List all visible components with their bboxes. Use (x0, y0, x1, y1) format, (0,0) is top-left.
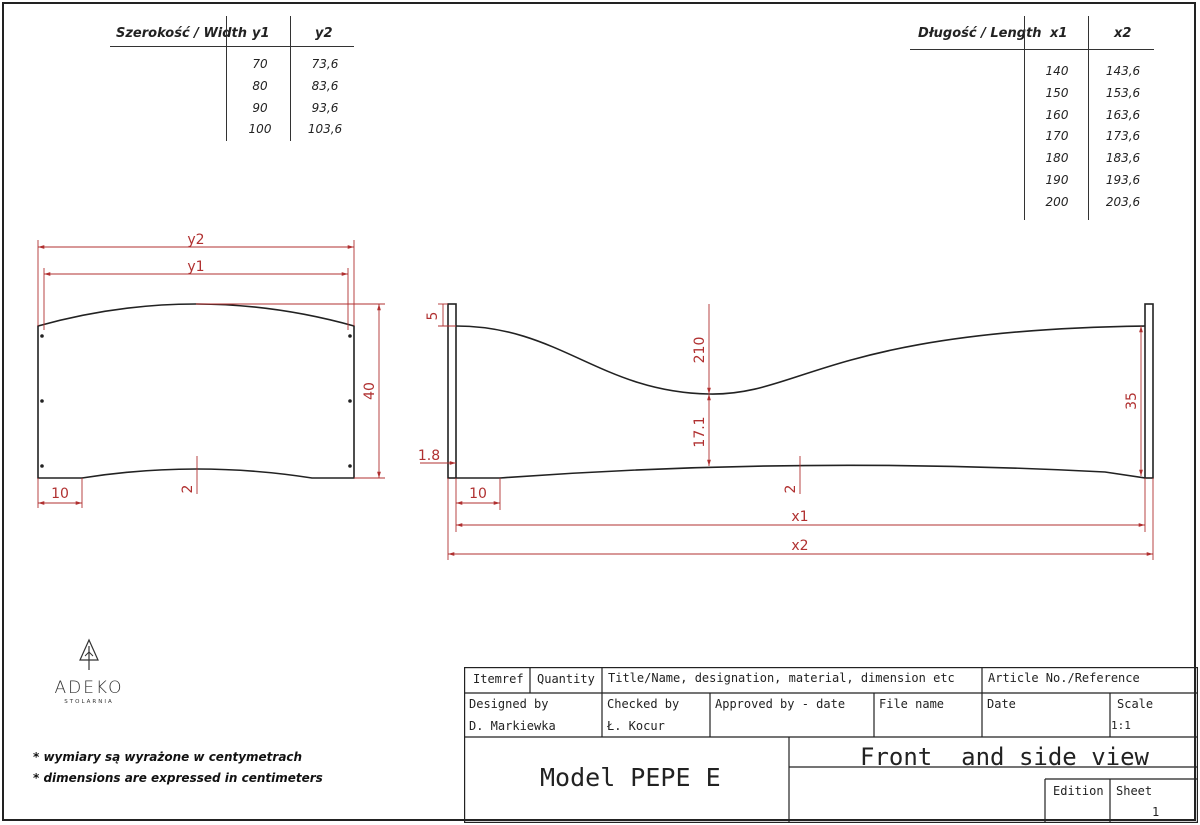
scale-value: 1:1 (1111, 719, 1131, 732)
scale-label: Scale (1117, 697, 1154, 711)
date-label: Date (987, 697, 1016, 711)
length-table-x2-cell: 143,6 (1105, 64, 1141, 78)
length-table-divider (1088, 16, 1089, 220)
dim-foot-label: 10 (51, 486, 69, 502)
length-table-x1-cell: 140 (1045, 64, 1069, 78)
dim-y1-label: y1 (187, 259, 204, 275)
side-view-right-post (1144, 303, 1154, 479)
screw-hole (348, 334, 352, 338)
width-table-y1-header: y1 (252, 26, 270, 41)
sheet-label: Sheet (1116, 784, 1153, 798)
dim-mid-label: 17.1 (692, 416, 708, 447)
screw-hole (40, 464, 44, 468)
length-table-x1-header: x1 (1050, 26, 1068, 41)
length-table-x2-cell: 193,6 (1105, 172, 1141, 187)
note-english: * dimensions are expressed in centimeter… (33, 771, 323, 785)
quantity-label: Quantity (537, 672, 595, 686)
side-view-top-curve (455, 325, 1146, 395)
length-table-x2-cell: 203,6 (1105, 194, 1141, 209)
title-block-grid (464, 667, 1198, 823)
checked-by-value: Ł. Kocur (607, 719, 665, 733)
screw-hole (348, 464, 352, 468)
front-view-outline (37, 303, 355, 479)
width-table-y1-cell: 70 (252, 57, 268, 71)
dim-top-label: 5 (425, 312, 441, 321)
length-table-x2-cell: 173,6 (1105, 129, 1141, 144)
designed-by-label: Designed by (469, 697, 549, 711)
front-view-holes (40, 334, 352, 468)
notes: * wymiary są wyrażone w centymetrach * d… (33, 747, 323, 789)
length-table-x2-cell: 183,6 (1105, 151, 1141, 166)
company-logo: ADEKO STOLARNIA (44, 638, 134, 705)
width-table-y1-cell: 100 (248, 122, 272, 137)
length-table-x1-cell: 160 (1045, 107, 1069, 122)
dim-x2-label: x2 (791, 538, 808, 554)
front-view: y2 y1 40 10 2 (37, 232, 385, 508)
itemref-label: Itemref (473, 672, 524, 686)
note-polish: * wymiary są wyrażone w centymetrach (33, 750, 303, 764)
dim-arc-label: 2 (180, 485, 196, 494)
length-table-x2-cell: 163,6 (1105, 107, 1141, 122)
length-table-x1-column: 140 150 160 170 180 190 200 (1037, 61, 1077, 214)
side-view-left-post (447, 303, 457, 479)
width-table-divider (290, 16, 291, 141)
approved-label: Approved by - date (715, 697, 846, 711)
width-table-header: Szerokość / Width (116, 26, 248, 41)
file-name-label: File name (879, 697, 945, 711)
dim-height-label: 40 (362, 382, 378, 400)
tree-icon (79, 638, 99, 670)
title-block: Itemref Quantity Title/Name, designation… (464, 667, 1198, 823)
width-table-y1-column: 70 80 90 100 (240, 54, 280, 141)
length-table-x1-cell: 190 (1045, 172, 1069, 187)
checked-by-label: Checked by (607, 697, 680, 711)
length-table-x2-cell: 153,6 (1105, 85, 1141, 100)
length-table-x1-cell: 150 (1045, 85, 1069, 100)
width-table-y2-cell: 93,6 (311, 100, 339, 115)
length-table-x1-cell: 200 (1045, 194, 1069, 209)
width-table-y1-cell: 80 (252, 78, 268, 93)
screw-hole (348, 399, 352, 403)
screw-hole (40, 334, 44, 338)
width-table-rule (110, 46, 354, 47)
side-view-bottom-curve (456, 464, 1146, 479)
width-table-y2-cell: 103,6 (307, 122, 343, 137)
edition-label: Edition (1053, 784, 1104, 798)
length-table-x2-column: 143,6 153,6 163,6 173,6 183,6 193,6 203,6 (1099, 61, 1147, 214)
dim-x1-label: x1 (791, 509, 808, 525)
width-table-divider (226, 16, 227, 141)
length-table-x1-cell: 170 (1045, 129, 1069, 144)
width-table-y2-cell: 73,6 (311, 57, 339, 71)
designed-by-value: D. Markiewka (469, 719, 556, 733)
article-label: Article No./Reference (988, 671, 1140, 685)
dim-right-label: 35 (1124, 392, 1140, 410)
width-table-y2-header: y2 (315, 26, 333, 41)
width-table-y2-cell: 83,6 (311, 78, 339, 93)
dim-foot-label: 10 (469, 486, 487, 502)
width-table-y2-column: 73,6 83,6 93,6 103,6 (303, 54, 347, 141)
logo-subtitle: STOLARNIA (64, 699, 114, 705)
dim-dip-label: 210 (692, 337, 708, 364)
screw-hole (40, 399, 44, 403)
dim-bottom-label: 1.8 (418, 448, 440, 464)
dim-arc-label: 2 (783, 485, 799, 494)
side-view: 5 210 17.1 1.8 35 10 2 x1 x2 (418, 303, 1154, 560)
view-title: Front and side view (860, 743, 1149, 771)
model-name: Model PEPE E (540, 763, 721, 792)
dim-y2-label: y2 (187, 232, 204, 248)
length-table-rule (910, 49, 1154, 50)
logo-brand: ADEKO (54, 678, 124, 698)
length-table-x1-cell: 180 (1045, 151, 1069, 166)
length-table-divider (1024, 16, 1025, 220)
length-table-x2-header: x2 (1114, 26, 1132, 41)
width-table-y1-cell: 90 (252, 100, 268, 115)
title-name-label: Title/Name, designation, material, dimen… (608, 671, 955, 685)
sheet-value: 1 (1152, 805, 1160, 819)
length-table-header: Długość / Length (918, 26, 1042, 41)
